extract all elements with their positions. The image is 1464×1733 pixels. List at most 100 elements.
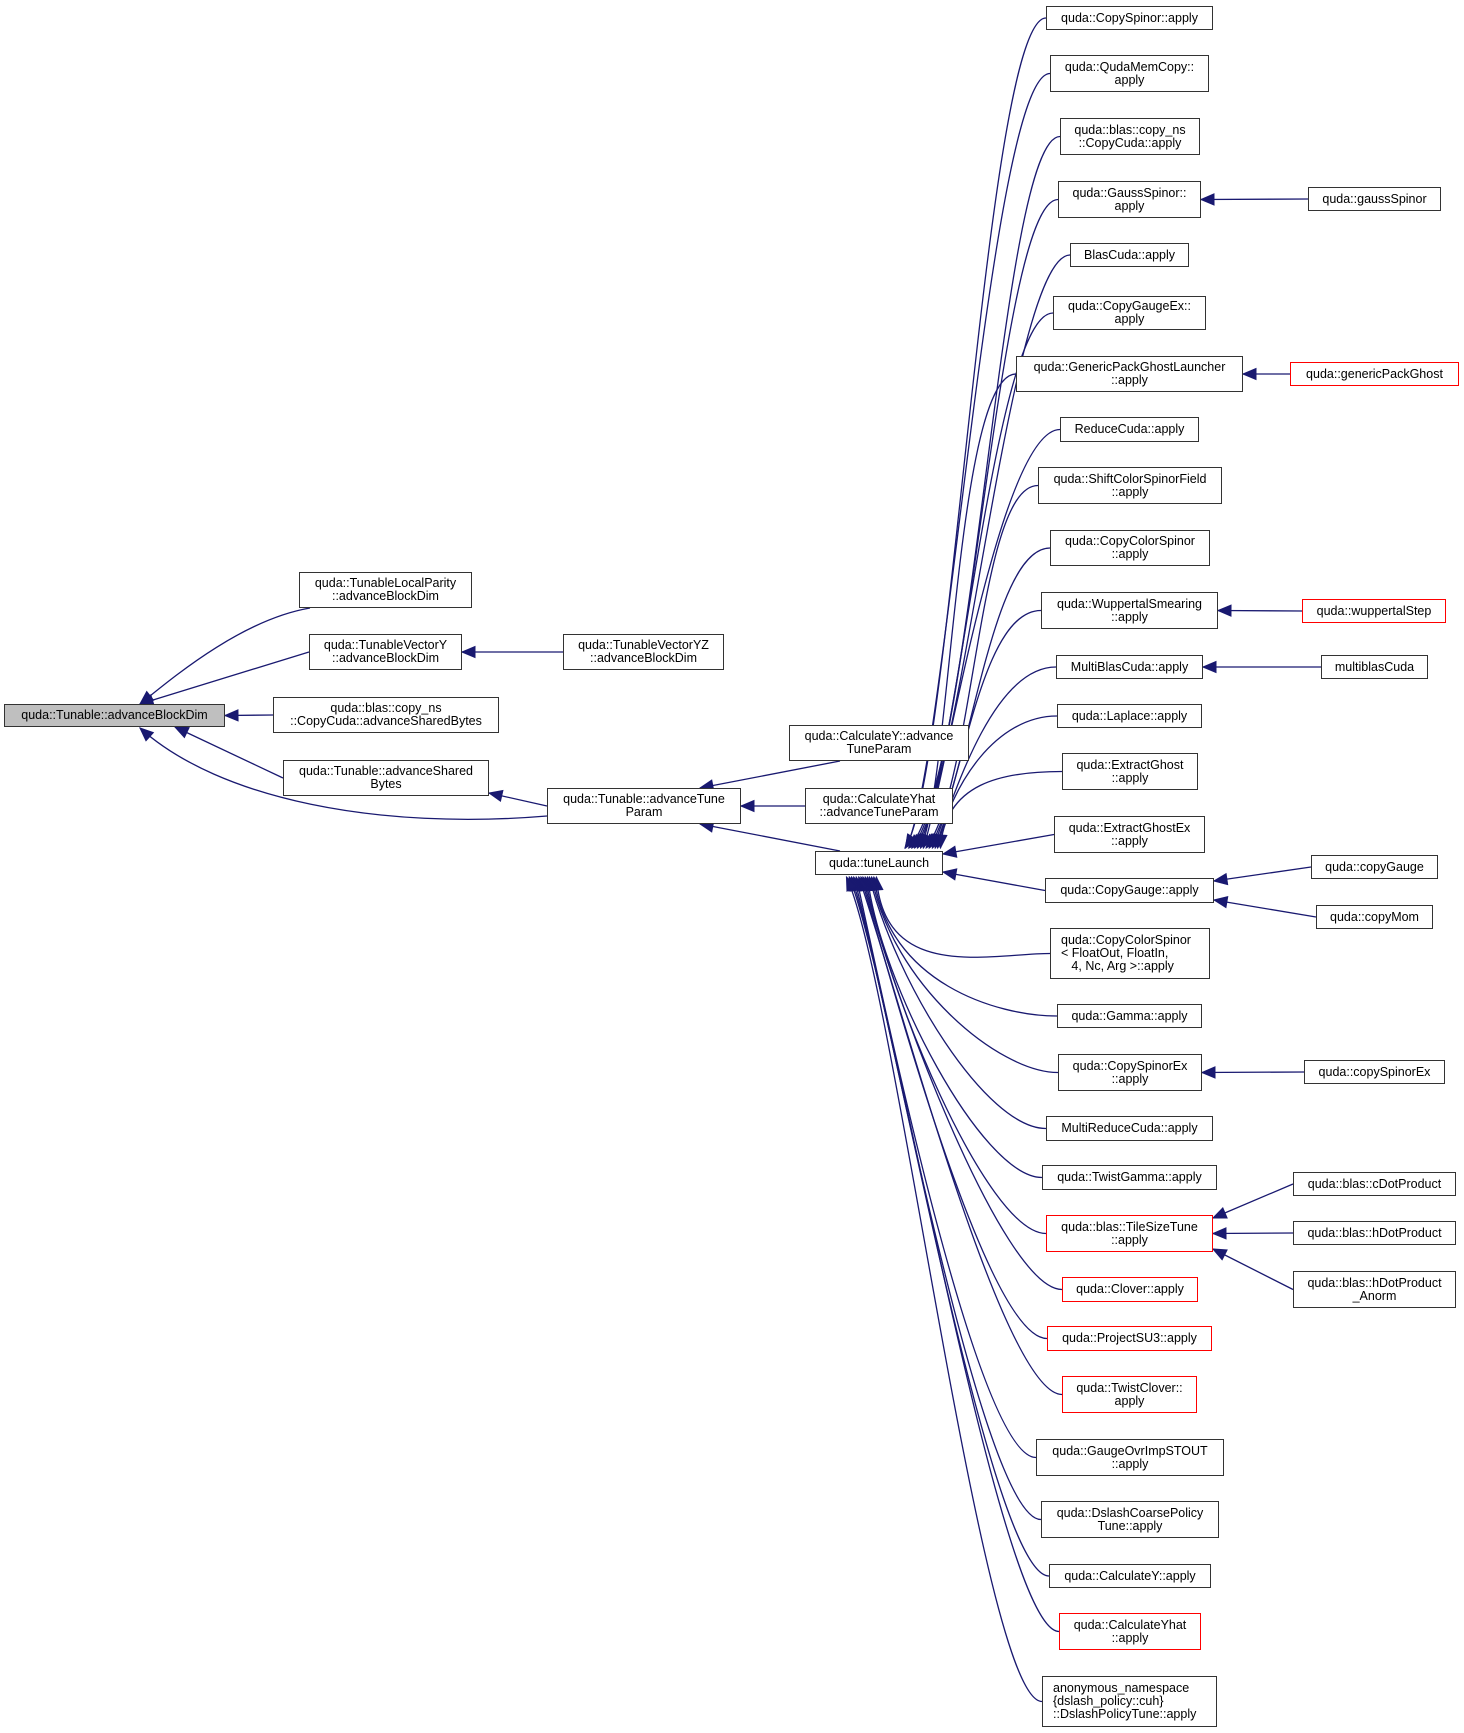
edge-laplace-to-tunelaunch — [937, 715, 1058, 849]
graph-node-wuppertalstep[interactable]: quda::wuppertalStep — [1302, 599, 1446, 623]
arrowhead-icon — [941, 868, 958, 881]
arrowhead-icon — [1201, 660, 1217, 674]
graph-node-multireduce[interactable]: MultiReduceCuda::apply — [1046, 1116, 1213, 1141]
arrowhead-icon — [139, 727, 155, 742]
edge-copyspinorex-apply-to-tunelaunch — [870, 876, 1059, 1074]
arrowhead-icon — [1199, 193, 1215, 206]
graph-node-localparity[interactable]: quda::TunableLocalParity ::advanceBlockD… — [299, 572, 472, 608]
graph-node-shiftcsf[interactable]: quda::ShiftColorSpinorField ::apply — [1038, 467, 1222, 504]
graph-node-copycs-tmpl[interactable]: quda::CopyColorSpinor < FloatOut, FloatI… — [1050, 928, 1210, 979]
edge-multireduce-to-tunelaunch — [868, 876, 1047, 1130]
edge-copyspinor-to-tunelaunch — [904, 17, 1047, 849]
arrowhead-icon — [1200, 1066, 1216, 1079]
graph-node-tunable-asb[interactable]: quda::Tunable::advanceShared Bytes — [283, 760, 489, 796]
edge-anon-to-tunelaunch — [845, 876, 1043, 1703]
graph-node-copygauge[interactable]: quda::copyGauge — [1311, 855, 1438, 879]
arrowhead-icon — [1212, 872, 1229, 886]
edge-atp-to-root — [139, 727, 548, 820]
graph-node-copyns-asb[interactable]: quda::blas::copy_ns ::CopyCuda::advanceS… — [273, 697, 499, 733]
graph-node-dslashcoarse[interactable]: quda::DslashCoarsePolicy Tune::apply — [1041, 1501, 1219, 1538]
arrowhead-icon — [460, 645, 476, 659]
graph-node-copygauge-apply[interactable]: quda::CopyGauge::apply — [1045, 878, 1214, 903]
graph-node-copyspinorex-apply[interactable]: quda::CopySpinorEx ::apply — [1058, 1054, 1202, 1091]
edge-qudamemcopy-to-tunelaunch — [904, 72, 1051, 849]
graph-node-root: quda::Tunable::advanceBlockDim — [4, 704, 225, 727]
edge-cdot-to-tilesize — [1212, 1183, 1294, 1219]
edge-dslashcoarse-to-tunelaunch — [853, 876, 1042, 1521]
graph-node-vectoryz[interactable]: quda::TunableVectorYZ ::advanceBlockDim — [563, 634, 724, 670]
graph-node-tilesize[interactable]: quda::blas::TileSizeTune ::apply — [1046, 1215, 1213, 1252]
edge-copymom-to-copygauge-apply — [1213, 899, 1317, 918]
edge-tunelaunch-to-atp — [699, 823, 841, 852]
graph-node-genericpackghost[interactable]: quda::genericPackGhost — [1290, 362, 1459, 386]
edge-extractghost-to-tunelaunch — [939, 770, 1063, 849]
arrowhead-icon — [1241, 367, 1257, 381]
graph-node-reducecuda[interactable]: ReduceCuda::apply — [1060, 417, 1199, 442]
arrowhead-icon — [845, 875, 858, 892]
graph-node-copyns-apply[interactable]: quda::blas::copy_ns ::CopyCuda::apply — [1060, 118, 1200, 155]
graph-node-laplace[interactable]: quda::Laplace::apply — [1057, 704, 1202, 728]
graph-node-projectsu3[interactable]: quda::ProjectSU3::apply — [1047, 1326, 1212, 1351]
edge-stout-to-tunelaunch — [855, 876, 1037, 1459]
graph-node-vectory[interactable]: quda::TunableVectorY ::advanceBlockDim — [309, 634, 462, 670]
graph-node-copycs[interactable]: quda::CopyColorSpinor ::apply — [1050, 530, 1210, 566]
graph-node-gamma[interactable]: quda::Gamma::apply — [1057, 1004, 1202, 1028]
graph-node-hdot[interactable]: quda::blas::hDotProduct — [1293, 1221, 1456, 1245]
graph-node-copygaugeex[interactable]: quda::CopyGaugeEx:: apply — [1053, 296, 1206, 330]
arrowhead-icon — [1216, 604, 1232, 617]
graph-node-cy-apply[interactable]: quda::CalculateY::apply — [1049, 1564, 1211, 1588]
edge-twistclover-to-tunelaunch — [858, 876, 1063, 1396]
graph-node-twistclover[interactable]: quda::TwistClover:: apply — [1062, 1376, 1197, 1413]
graph-node-wuppertal[interactable]: quda::WuppertalSmearing ::apply — [1041, 592, 1218, 629]
graph-node-hdot-anorm[interactable]: quda::blas::hDotProduct _Anorm — [1293, 1271, 1456, 1308]
arrowhead-icon — [935, 834, 948, 850]
edge-copycs-tmpl-to-tunelaunch — [875, 876, 1051, 958]
arrowhead-icon — [941, 845, 958, 858]
edge-tilesize-to-tunelaunch — [864, 876, 1047, 1235]
edge-gaussspinor-to-gaussspinor-apply — [1200, 198, 1309, 201]
edge-extractghostex-to-tunelaunch — [942, 833, 1055, 855]
graph-node-gaussspinor[interactable]: quda::gaussSpinor — [1308, 187, 1441, 211]
edge-gamma-to-tunelaunch — [873, 876, 1058, 1017]
edge-projectsu3-to-tunelaunch — [860, 876, 1048, 1340]
arrowhead-icon — [223, 709, 239, 722]
arrowhead-icon — [1211, 1227, 1227, 1240]
arrowhead-icon — [173, 726, 190, 739]
arrowhead-icon — [487, 789, 504, 803]
graph-node-atp[interactable]: quda::Tunable::advanceTune Param — [547, 788, 741, 824]
edge-copygauge-apply-to-tunelaunch — [942, 871, 1046, 892]
graph-node-blascuda[interactable]: BlasCuda::apply — [1070, 243, 1189, 267]
edge-copygauge-to-copygauge-apply — [1213, 866, 1312, 882]
graph-node-qudamemcopy[interactable]: quda::QudaMemCopy:: apply — [1050, 55, 1209, 92]
edge-copyspinorex-to-copyspinorex-apply — [1201, 1071, 1305, 1074]
graph-node-multiblascuda[interactable]: multiblasCuda — [1321, 655, 1428, 679]
graph-node-extractghost[interactable]: quda::ExtractGhost ::apply — [1062, 753, 1198, 790]
edge-twistgamma-to-tunelaunch — [866, 876, 1043, 1179]
edge-wuppertalstep-to-wuppertal — [1217, 609, 1303, 612]
edge-cyhat-apply-to-tunelaunch — [848, 876, 1060, 1633]
graph-node-extractghostex[interactable]: quda::ExtractGhostEx ::apply — [1054, 816, 1205, 853]
graph-node-copymom[interactable]: quda::copyMom — [1316, 905, 1433, 929]
graph-node-cyhat-apply[interactable]: quda::CalculateYhat ::apply — [1059, 1613, 1201, 1650]
graph-node-cdot[interactable]: quda::blas::cDotProduct — [1293, 1172, 1456, 1196]
graph-node-clover[interactable]: quda::Clover::apply — [1062, 1277, 1198, 1302]
graph-node-anon[interactable]: anonymous_namespace {dslash_policy::cuh}… — [1042, 1676, 1217, 1727]
edge-clover-to-tunelaunch — [862, 876, 1063, 1291]
graph-node-multiblas[interactable]: MultiBlasCuda::apply — [1056, 655, 1203, 679]
graph-node-tunelaunch[interactable]: quda::tuneLaunch — [815, 851, 943, 875]
graph-node-cy-atp[interactable]: quda::CalculateY::advance TuneParam — [789, 725, 969, 761]
graph-node-twistgamma[interactable]: quda::TwistGamma::apply — [1042, 1165, 1217, 1190]
graph-node-copyspinor[interactable]: quda::CopySpinor::apply — [1046, 6, 1213, 30]
arrowhead-icon — [1211, 1248, 1228, 1261]
graph-node-stout[interactable]: quda::GaugeOvrImpSTOUT ::apply — [1036, 1439, 1224, 1476]
graph-node-gaussspinor-apply[interactable]: quda::GaussSpinor:: apply — [1058, 181, 1201, 218]
edge-localparity-to-root — [139, 607, 311, 705]
edge-vectory-to-root — [139, 651, 310, 705]
graph-node-copyspinorex[interactable]: quda::copySpinorEx — [1304, 1060, 1445, 1084]
edge-cy-atp-to-atp — [699, 760, 841, 789]
graph-node-cyhat-atp[interactable]: quda::CalculateYhat ::advanceTuneParam — [805, 788, 953, 824]
edge-tunable-asb-to-root — [174, 726, 284, 779]
graph-node-gpgl[interactable]: quda::GenericPackGhostLauncher ::apply — [1016, 356, 1243, 392]
edge-hdot-anorm-to-tilesize — [1212, 1248, 1294, 1291]
